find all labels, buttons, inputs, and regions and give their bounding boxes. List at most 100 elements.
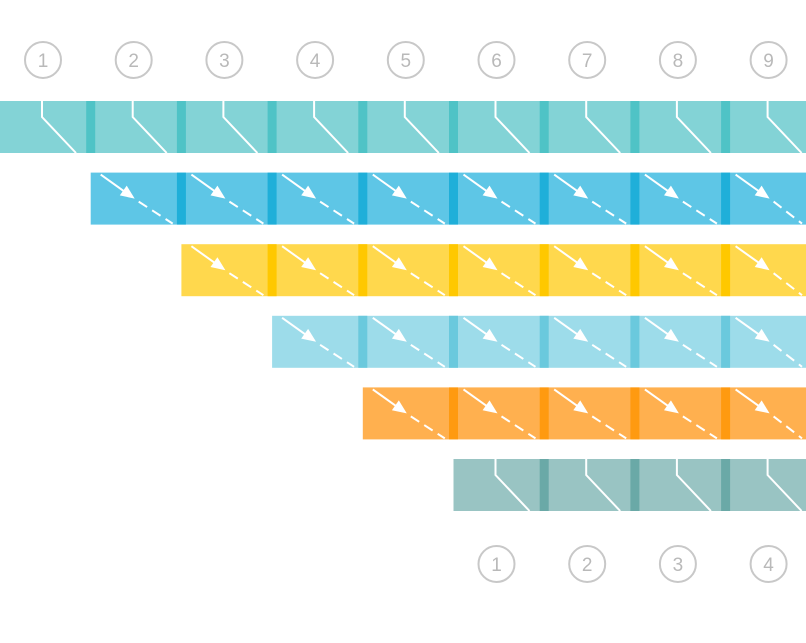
top-step-marker-3: 3 xyxy=(205,41,244,79)
band-separator xyxy=(358,315,368,368)
bend-line xyxy=(585,459,621,512)
step-number: 4 xyxy=(310,51,321,72)
arrow-head xyxy=(754,185,770,199)
band-separator xyxy=(267,101,277,153)
orange-band-fill xyxy=(362,387,806,440)
slate-band-fill xyxy=(453,459,806,511)
yellow-band-fill xyxy=(181,244,806,297)
arrow-head xyxy=(391,257,407,271)
band-separator xyxy=(721,387,731,440)
bottom-step-marker-4: 4 xyxy=(749,545,788,583)
arrow-head xyxy=(391,185,407,199)
arrow-trail xyxy=(591,415,627,440)
teal-band xyxy=(0,101,806,154)
arrow-head xyxy=(573,185,589,199)
top-step-marker-8: 8 xyxy=(658,41,697,79)
step-number: 2 xyxy=(128,51,139,72)
step-circle xyxy=(386,41,425,79)
arrow-trail xyxy=(500,272,537,297)
step-number: 1 xyxy=(38,51,49,72)
top-step-marker-7: 7 xyxy=(568,41,607,79)
arrow-head xyxy=(119,185,135,199)
band-separator xyxy=(721,244,731,297)
step-number: 4 xyxy=(763,555,774,576)
arrow-head xyxy=(301,185,317,199)
blue-band xyxy=(90,172,806,225)
bend-line xyxy=(675,101,712,154)
step-circle xyxy=(568,545,607,583)
arrow-trail xyxy=(319,343,355,368)
arrow-trail xyxy=(410,200,446,225)
step-number: 2 xyxy=(582,555,593,576)
step-circle xyxy=(749,41,788,79)
teal-band-fill xyxy=(0,101,806,153)
band-separator xyxy=(721,101,731,153)
step-circle xyxy=(205,41,244,79)
arrow-trail xyxy=(682,272,718,297)
step-number: 3 xyxy=(673,555,684,576)
slate-band xyxy=(453,459,806,512)
band-separator xyxy=(449,101,458,153)
top-step-marker-9: 9 xyxy=(749,41,788,79)
band-separator xyxy=(267,244,277,297)
band-separator xyxy=(721,172,731,225)
arrow-head xyxy=(391,328,407,342)
arrow-head xyxy=(482,328,498,342)
step-circle xyxy=(658,41,697,79)
arrow-trail xyxy=(772,200,803,225)
band-separator xyxy=(176,172,186,225)
arrow-trail xyxy=(500,415,537,440)
bottom-step-marker-3: 3 xyxy=(658,545,697,583)
bottom-step-marker-1: 1 xyxy=(477,545,516,583)
step-circle xyxy=(477,545,516,583)
top-step-markers: 1 2 3 4 5 6 7 8 9 xyxy=(24,41,788,79)
arrow-head xyxy=(664,328,679,342)
bend-line xyxy=(313,101,349,154)
top-step-marker-6: 6 xyxy=(477,41,516,79)
band-separator xyxy=(449,315,458,368)
orange-band xyxy=(362,387,806,440)
blue-band-fill xyxy=(90,172,806,225)
step-circle xyxy=(296,41,335,79)
band-separator xyxy=(539,244,549,297)
band-separator xyxy=(630,459,640,511)
band-separator xyxy=(358,101,368,153)
arrow-trail xyxy=(682,200,718,225)
arrow-trail xyxy=(682,343,718,368)
bend-line xyxy=(403,101,440,154)
step-circle xyxy=(568,41,607,79)
arrow-head xyxy=(210,185,226,199)
arrow-trail xyxy=(772,344,803,368)
arrow-head xyxy=(482,257,498,271)
band-separator xyxy=(630,172,640,225)
arrow-trail xyxy=(591,200,627,225)
arrow-trail xyxy=(682,415,718,440)
band-separator xyxy=(358,172,368,225)
arrow-head xyxy=(573,257,589,271)
arrow-head xyxy=(301,328,317,342)
arrow-trail xyxy=(228,200,264,225)
arrow-head xyxy=(573,400,589,414)
top-step-marker-4: 4 xyxy=(296,41,335,79)
band-separator xyxy=(358,244,368,297)
arrow-trail xyxy=(319,200,355,225)
arrow-head xyxy=(482,400,498,414)
band-separator xyxy=(539,387,549,440)
arrow-head xyxy=(754,257,770,271)
band-separator xyxy=(721,315,731,368)
arrow-head xyxy=(301,257,317,271)
step-circle xyxy=(658,545,697,583)
band-separator xyxy=(630,101,640,153)
step-circle xyxy=(477,41,516,79)
arrow-trail xyxy=(228,272,264,297)
top-step-marker-5: 5 xyxy=(386,41,425,79)
arrow-trail xyxy=(319,272,355,297)
band-separator xyxy=(449,387,458,440)
band-separator xyxy=(630,387,640,440)
bend-line xyxy=(766,459,803,512)
arrow-head xyxy=(754,328,770,342)
arrow-trail xyxy=(591,272,627,297)
bend-line xyxy=(675,459,712,512)
arrow-head xyxy=(664,185,679,199)
